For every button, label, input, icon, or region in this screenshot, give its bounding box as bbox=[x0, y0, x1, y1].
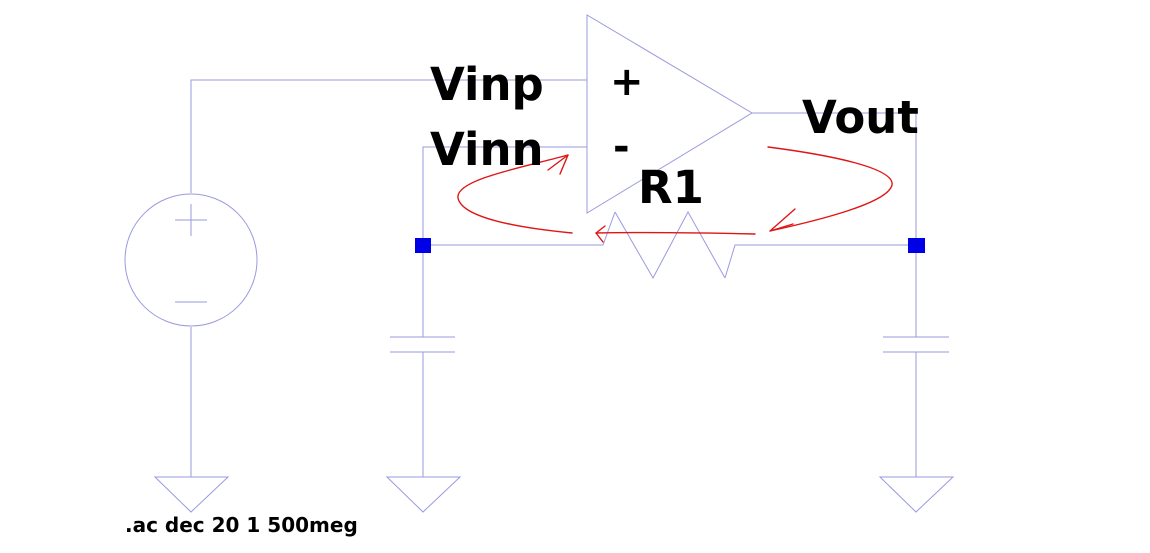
opamp-symbol bbox=[586, 14, 753, 214]
ground-cap-right bbox=[878, 476, 955, 513]
capacitor-right bbox=[883, 336, 949, 353]
annotation-arrow-center bbox=[595, 231, 756, 235]
ground-source bbox=[153, 476, 230, 513]
annotation-arrow-right bbox=[767, 146, 893, 232]
annotation-loop-arrows bbox=[457, 146, 893, 243]
voltage-source bbox=[124, 193, 258, 327]
annotation-arrowhead-center bbox=[595, 225, 606, 243]
opamp-minus-sign: - bbox=[613, 124, 630, 170]
wire-r1-node-right bbox=[724, 244, 916, 279]
node-left[interactable] bbox=[415, 238, 431, 253]
ground-cap-left bbox=[385, 476, 462, 513]
wires bbox=[190, 79, 917, 477]
annotation-arrow-left bbox=[457, 154, 573, 234]
label-vinp: Vinp bbox=[430, 58, 544, 111]
capacitor-left bbox=[390, 336, 455, 353]
resistor-r1 bbox=[614, 210, 726, 280]
opamp-plus-sign: + bbox=[610, 59, 644, 105]
wire-vinn bbox=[422, 146, 587, 245]
spice-directive[interactable]: .ac dec 20 1 500meg bbox=[125, 513, 358, 537]
annotation-arrowhead-right bbox=[769, 208, 796, 232]
label-r1: R1 bbox=[638, 161, 704, 214]
wire-node-left-r1 bbox=[423, 211, 616, 246]
voltage-source-circle bbox=[124, 193, 258, 327]
label-vout: Vout bbox=[802, 91, 919, 144]
label-vinn: Vinn bbox=[430, 123, 544, 176]
node-right[interactable] bbox=[908, 238, 925, 253]
wire-vinp bbox=[190, 79, 587, 193]
annotation-arrowhead-left bbox=[547, 154, 569, 175]
wire-vout bbox=[752, 112, 917, 245]
